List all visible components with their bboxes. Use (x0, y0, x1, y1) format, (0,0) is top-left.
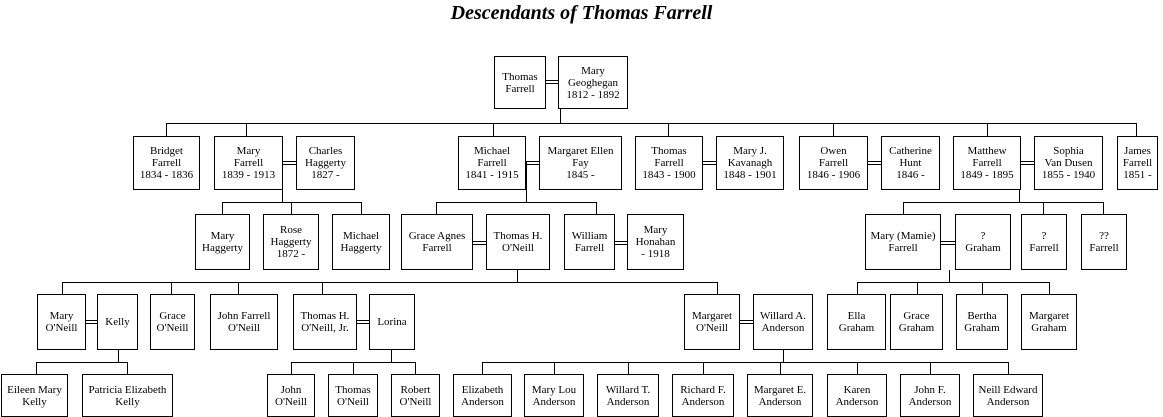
person-sophia-van-dusen: Sophia Van Dusen 1855 - 1940 (1034, 136, 1103, 190)
person-grace-oneill: Grace O'Neill (150, 294, 195, 350)
person-owen-farrell: Owen Farrell 1846 - 1906 (799, 136, 868, 190)
person-neill-edward-anderson: Neill Edward Anderson (973, 374, 1043, 417)
person-elizabeth-anderson: Elizabeth Anderson (453, 374, 512, 417)
person-lorina: Lorina (369, 294, 415, 350)
person-qq-farrell: ?? Farrell (1081, 214, 1127, 270)
person-robert-oneill: Robert O'Neill (391, 374, 440, 417)
person-margaret-graham: Margaret Graham (1021, 294, 1077, 350)
person-james-farrell: James Farrell 1851 - (1117, 136, 1158, 190)
person-john-oneill: John O'Neill (267, 374, 315, 417)
person-matthew-farrell: Matthew Farrell 1849 - 1895 (953, 136, 1021, 190)
person-mary-mamie-farrell: Mary (Mamie) Farrell (865, 214, 941, 270)
person-william-farrell: William Farrell (564, 214, 615, 270)
person-margaret-oneill: Margaret O'Neill (684, 294, 740, 350)
person-rose-haggerty: Rose Haggerty 1872 - (263, 214, 319, 270)
person-mary-haggerty: Mary Haggerty (195, 214, 250, 270)
person-ella-graham: Ella Graham (827, 294, 886, 350)
person-john-f-anderson: John F. Anderson (900, 374, 960, 417)
person-michael-haggerty: Michael Haggerty (332, 214, 390, 270)
person-kelly: Kelly (97, 294, 138, 350)
chart-title: Descendants of Thomas Farrell (450, 2, 713, 24)
person-mary-honahan: Mary Honahan - 1918 (627, 214, 684, 270)
person-margaret-ellen-fay: Margaret Ellen Fay 1845 - (539, 136, 622, 190)
person-willard-t-anderson: Willard T. Anderson (597, 374, 659, 417)
person-thomas-farrell-1843: Thomas Farrell 1843 - 1900 (635, 136, 703, 190)
person-grace-agnes-farrell: Grace Agnes Farrell (401, 214, 473, 270)
person-patricia-elizabeth-kelly: Patricia Elizabeth Kelly (82, 374, 173, 417)
person-thomas-oneill: Thomas O'Neill (328, 374, 378, 417)
person-karen-anderson: Karen Anderson (827, 374, 887, 417)
person-mary-oneill: Mary O'Neill (37, 294, 86, 350)
person-mary-lou-anderson: Mary Lou Anderson (524, 374, 584, 417)
person-john-farrell-oneill: John Farrell O'Neill (210, 294, 278, 350)
person-mary-geoghegan: Mary Geoghegan 1812 - 1892 (558, 56, 628, 109)
person-catherine-hunt: Catherine Hunt 1846 - (881, 136, 940, 190)
person-thomas-h-oneill: Thomas H. O'Neill (486, 214, 550, 270)
person-grace-graham: Grace Graham (890, 294, 943, 350)
person-eileen-mary-kelly: Eileen Mary Kelly (1, 374, 68, 417)
person-margaret-e-anderson: Margaret E. Anderson (747, 374, 813, 417)
person-q-graham: ? Graham (955, 214, 1011, 270)
person-thomas-h-oneill-jr: Thomas H. O'Neill, Jr. (293, 294, 357, 350)
person-willard-a-anderson: Willard A. Anderson (753, 294, 813, 350)
person-michael-farrell: Michael Farrell 1841 - 1915 (458, 136, 526, 190)
person-bertha-graham: Bertha Graham (956, 294, 1008, 350)
person-bridget-farrell: Bridget Farrell 1834 - 1836 (133, 136, 200, 190)
person-mary-j-kavanagh: Mary J. Kavanagh 1848 - 1901 (716, 136, 784, 190)
person-richard-f-anderson: Richard F. Anderson (672, 374, 734, 417)
person-charles-haggerty: Charles Haggerty 1827 - (296, 136, 355, 190)
person-thomas-farrell: Thomas Farrell (494, 56, 546, 109)
person-mary-farrell: Mary Farrell 1839 - 1913 (214, 136, 283, 190)
person-q-farrell: ? Farrell (1021, 214, 1067, 270)
